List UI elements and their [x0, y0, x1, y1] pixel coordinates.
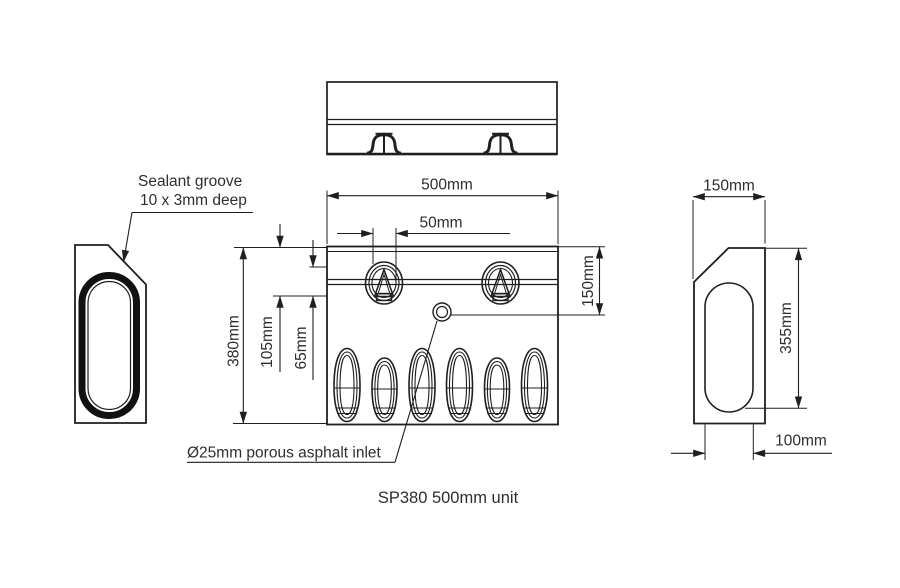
side-body [693, 247, 766, 425]
side-channel [704, 282, 754, 413]
porous-inlet-label: Ø25mm porous asphalt inlet [187, 445, 382, 462]
dimension-label-joint-offset-lower: 65mm [293, 326, 310, 369]
sealant-groove-callout: Sealant groove 10 x 3mm deep [121, 173, 253, 263]
lifting-loop-left [365, 131, 403, 155]
dimension-joint-offset-upper: 105mm [259, 224, 327, 372]
sealant-ring [78, 272, 140, 419]
side-view [693, 247, 766, 425]
dimension-inlet-depth: 150mm [451, 246, 605, 316]
lifting-anchor-right [481, 261, 520, 305]
lifting-loop-right [482, 131, 519, 155]
dimension-joint-offset-lower: 65mm [293, 240, 327, 380]
porous-asphalt-inlet-hole [432, 302, 452, 322]
dimension-label-joint-offset-upper: 105mm [259, 316, 276, 368]
dimension-front-height: 380mm [226, 247, 327, 424]
sealant-groove-label-line2: 10 x 3mm deep [140, 192, 247, 209]
front-elevation-body [326, 245, 559, 426]
section-view [74, 244, 147, 424]
dimension-anchor-offset: 50mm [337, 215, 510, 283]
dimension-label-front-height: 380mm [226, 315, 243, 367]
dimension-label-inlet-depth: 150mm [580, 255, 597, 307]
plan-view-body [326, 81, 558, 156]
dimension-label-anchor-offset: 50mm [419, 215, 462, 232]
dimension-channel-width: 100mm [671, 424, 832, 460]
section-body [74, 244, 147, 424]
dimension-label-side-width: 150mm [703, 178, 755, 195]
lifting-anchor-left [364, 261, 404, 305]
sealant-groove-label-line1: Sealant groove [138, 173, 242, 190]
dimension-label-front-width: 500mm [421, 177, 473, 194]
plan-view [326, 81, 558, 156]
drainage-inlets [333, 347, 549, 423]
dimension-label-side-inner-height: 355mm [778, 302, 795, 354]
porous-inlet-callout: Ø25mm porous asphalt inlet [187, 320, 438, 463]
dimension-label-channel-width: 100mm [775, 433, 827, 450]
dimension-side-inner-height: 355mm [745, 247, 807, 409]
dimension-side-width: 150mm [692, 178, 766, 279]
dimension-front-width: 500mm [326, 177, 559, 244]
drawing-title: SP380 500mm unit [378, 489, 519, 507]
front-elevation [326, 245, 559, 426]
